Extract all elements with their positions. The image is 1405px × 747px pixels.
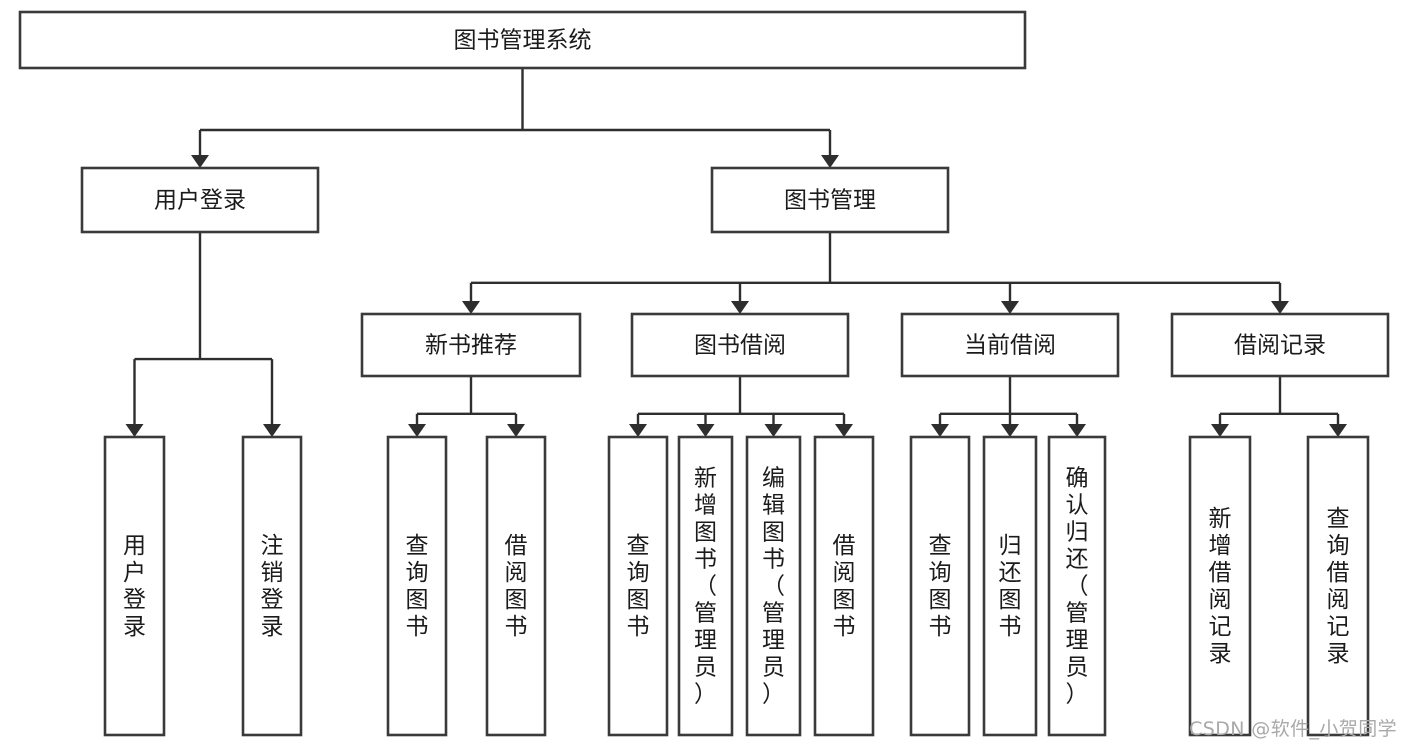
node-level3-borrow-record[interactable]: 借阅记录 [1170, 312, 1390, 378]
edge-group-book-manage-group [462, 232, 1289, 314]
node-layer: 图书管理系统用户登录图书管理新书推荐图书借阅当前借阅借阅记录用户登录注销登录查询… [18, 10, 1390, 737]
edge-group-user-login-group [125, 232, 281, 437]
node-label: 借阅记录 [1234, 333, 1326, 359]
node-box [386, 435, 448, 737]
node-box [103, 435, 166, 737]
node-leaf-leaf-user-login[interactable]: 用户登录 [103, 435, 166, 737]
node-leaf-leaf-add-borrow-record[interactable]: 新增借阅记录 [1188, 435, 1252, 737]
node-leaf-leaf-query-book-2[interactable]: 查询图书 [607, 435, 669, 737]
node-level3-book-borrow[interactable]: 图书借阅 [630, 312, 850, 378]
node-box [80, 166, 320, 234]
node-leaf-leaf-query-book-1[interactable]: 查询图书 [386, 435, 448, 737]
node-box [677, 435, 734, 737]
node-label: 查询图书 [406, 533, 429, 640]
node-label: 新书推荐 [425, 333, 517, 359]
node-box [900, 312, 1120, 378]
node-label: 编辑图书（管理员） [762, 466, 785, 708]
node-label: 图书借阅 [694, 333, 786, 359]
node-leaf-leaf-add-book-admin[interactable]: 新增图书（管理员） [677, 435, 734, 737]
node-box [1047, 435, 1107, 737]
node-leaf-leaf-return-book[interactable]: 归还图书 [982, 435, 1038, 737]
edge-group-borrow-record [1211, 376, 1347, 437]
watermark-label: CSDN @软件_小贺同学 [1189, 718, 1397, 740]
node-root-root[interactable]: 图书管理系统 [18, 10, 1027, 70]
node-box [710, 166, 950, 234]
node-label: 借阅图书 [505, 533, 528, 640]
node-label: 图书管理系统 [454, 28, 592, 54]
node-box [745, 435, 802, 737]
edge-group-root [191, 68, 839, 168]
node-leaf-leaf-borrow-book-2[interactable]: 借阅图书 [813, 435, 875, 737]
node-level2-book-manage-group[interactable]: 图书管理 [710, 166, 950, 234]
node-label: 查询图书 [929, 533, 952, 640]
node-box [982, 435, 1038, 737]
node-label: 查询借阅记录 [1327, 506, 1350, 667]
node-leaf-leaf-query-book-3[interactable]: 查询图书 [909, 435, 971, 737]
node-box [1188, 435, 1252, 737]
connector-layer [125, 68, 1347, 437]
node-leaf-leaf-logout-login[interactable]: 注销登录 [241, 435, 303, 737]
node-box [909, 435, 971, 737]
node-level2-user-login-group[interactable]: 用户登录 [80, 166, 320, 234]
node-box [241, 435, 303, 737]
node-label: 用户登录 [154, 188, 246, 214]
node-leaf-leaf-edit-book-admin[interactable]: 编辑图书（管理员） [745, 435, 802, 737]
edge-group-new-book-recommend [408, 376, 525, 437]
node-label: 归还图书 [999, 533, 1022, 640]
node-label: 新增借阅记录 [1209, 506, 1232, 667]
node-label: 借阅图书 [833, 533, 856, 640]
node-box [18, 10, 1027, 70]
node-box [813, 435, 875, 737]
node-label: 注销登录 [261, 533, 284, 640]
node-leaf-leaf-query-borrow-record[interactable]: 查询借阅记录 [1306, 435, 1370, 737]
node-box [630, 312, 850, 378]
node-leaf-leaf-confirm-return[interactable]: 确认归还（管理员） [1047, 435, 1107, 737]
node-label: 查询图书 [627, 533, 650, 640]
node-box [360, 312, 582, 378]
node-label: 确认归还（管理员） [1066, 466, 1089, 708]
edge-group-book-borrow [629, 376, 853, 437]
node-leaf-leaf-borrow-book-1[interactable]: 借阅图书 [485, 435, 547, 737]
edge-group-current-borrow [931, 376, 1086, 437]
node-box [607, 435, 669, 737]
node-label: 用户登录 [123, 533, 146, 640]
node-label: 当前借阅 [964, 333, 1056, 359]
node-level3-current-borrow[interactable]: 当前借阅 [900, 312, 1120, 378]
node-label: 新增图书（管理员） [694, 466, 717, 708]
node-level3-new-book-recommend[interactable]: 新书推荐 [360, 312, 582, 378]
node-box [485, 435, 547, 737]
node-box [1170, 312, 1390, 378]
node-label: 图书管理 [784, 188, 876, 214]
node-box [1306, 435, 1370, 737]
